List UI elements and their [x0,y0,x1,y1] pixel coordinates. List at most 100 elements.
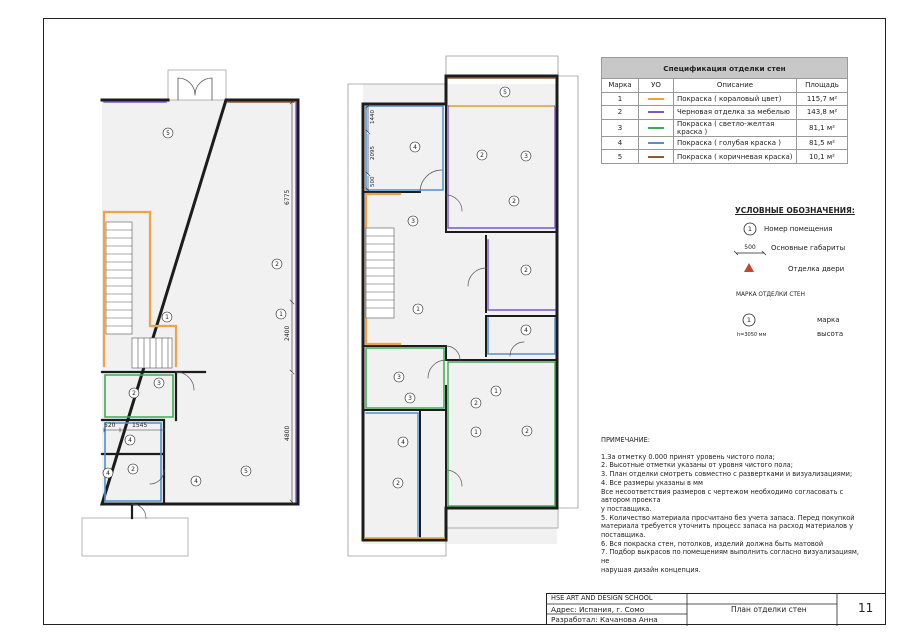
svg-text:2: 2 [275,261,279,268]
room-tag: 2 [127,463,139,475]
room-tag: 2 [520,264,532,276]
svg-text:1: 1 [416,306,420,313]
room-tag: 1 [412,303,424,315]
plan2-labels: 1440 2095 500 [370,110,376,187]
title-block-grid [547,594,838,626]
spec-area: 10,1 м² [796,149,848,164]
spec-mark: 2 [601,105,639,120]
room-tag: 2 [392,477,404,489]
svg-text:4: 4 [128,437,132,444]
svg-text:3: 3 [157,380,161,387]
plan2-finish-4c [365,412,419,537]
plan-ground-floor [81,69,300,557]
notes-block: ПРИМЕЧАНИЕ: 1.За отметку 0.000 принят ур… [601,436,863,575]
room-tag: 1 [490,385,502,397]
spec-description: Покраска ( кораловый цвет) [673,91,797,107]
table-row: 3 Покраска ( светло-желтая краска ) 81,1… [601,118,848,137]
room-tag: 1 [275,308,287,320]
plan2-outline [347,55,579,557]
sheet-frame [43,18,886,625]
plan2-dim-2095: 2095 [370,146,376,160]
title-block-author: Разработал: Качанова Анна [551,615,658,624]
svg-text:2: 2 [396,480,400,487]
legend-door-label: Отделка двери [788,265,845,273]
plan2-door-swing-6 [509,341,525,357]
spec-color-swatch [638,105,674,120]
note-line: 2. Высотные отметки указаны от уровня чи… [601,461,793,470]
note-line: 7. Подбор выкрасов по помещениям выполни… [601,548,859,566]
svg-text:5: 5 [503,89,507,96]
note-line: 3. План отделки смотреть совместно с раз… [601,470,853,479]
plan2-door-swing-5 [427,359,447,379]
title-block [546,593,886,626]
spec-header-description: Описание [673,78,797,93]
plan2-interior-walls [362,103,558,541]
svg-text:3: 3 [397,374,401,381]
plan1-entrance-bay [167,69,227,101]
spec-table-title: Спецификация отделки стен [601,57,848,79]
room-tag: 1 [161,311,173,323]
title-block-address: Адрес: Испания, г. Сомо [551,605,645,614]
spec-area: 143,8 м² [796,105,848,120]
note-line: автором проекта [601,496,661,505]
room-tag: 4 [409,141,421,153]
plan2-room-tags: 5 4 2 3 2 3 2 1 4 3 3 2 1 2 1 4 2 [392,86,533,489]
room-tag: 4 [124,434,136,446]
room-tag: 2 [476,149,488,161]
legend-room-number-symbol [743,222,757,236]
plan2-door-swing-3 [467,267,487,287]
legend-title: УСЛОВНЫЕ ОБОЗНАЧЕНИЯ: [735,206,855,215]
note-line: 5. Количество материала просчитано без у… [601,513,855,522]
legend-wall-mark-symbol [742,313,756,327]
legend-room-number-label: Номер помещения [764,225,833,233]
spec-mark: 5 [601,149,639,164]
spec-color-swatch [638,91,674,107]
spec-mark: 4 [601,135,639,151]
note-line: 4. Все размеры указаны в мм [601,478,703,487]
note-line: 1.За отметку 0.000 принят уровень чистог… [601,452,775,461]
room-tag: 4 [397,436,409,448]
legend-height-label: высота [817,330,844,338]
spec-color-swatch [638,118,674,137]
plan2-finish-2 [447,105,556,229]
plan1-outer-walls [99,98,300,506]
plan2-dim-1440: 1440 [370,110,376,124]
plan2-outer-walls [361,74,559,542]
spec-color-swatch [638,135,674,151]
room-tag: 2 [470,397,482,409]
plan1-dim-520: 520 [104,422,116,429]
legend-symbols: 1 500 1 [733,222,767,327]
svg-text:3: 3 [411,218,415,225]
room-tag: 4 [520,324,532,336]
notes-title: ПРИМЕЧАНИЕ: [601,436,651,444]
spec-header-uo: УО [638,78,674,93]
plan1-door-swing-2 [149,469,165,485]
plan1-dim-2400: 2400 [284,326,291,341]
room-tag: 5 [499,86,511,98]
plan1-dim-1545: 1545 [132,422,147,429]
spec-description: Покраска ( коричневая краска) [673,149,797,164]
plan1-front-porch [81,517,189,557]
note-line: у поставщика. [601,504,652,513]
plan2-door-swing-4 [445,345,461,361]
spec-mark: 1 [601,91,639,107]
spec-color-swatch [638,149,674,164]
plan2-door-swing-7 [445,469,463,487]
plan2-finish-3b [447,361,556,507]
legend-wall-mark-label: марка [817,316,840,324]
wall-finish-spec-table: Спецификация отделки стен Марка УО Описа… [601,57,848,164]
table-row: 2 Черновая отделка за мебелью 143,8 м² [601,105,848,120]
svg-text:1: 1 [748,225,752,233]
plan1-floor [102,100,298,504]
svg-text:4: 4 [413,144,417,151]
spec-area: 115,7 м² [796,91,848,107]
svg-text:4: 4 [524,327,528,334]
door-mark-icon [744,263,754,272]
room-tag: 4 [102,467,114,479]
plan2-finish-3 [365,347,445,409]
svg-text:2: 2 [132,390,136,397]
plan2-finish-1b [364,105,556,539]
plan1-finish-3 [104,374,174,418]
svg-text:1: 1 [747,316,751,324]
spec-header-area: Площадь [796,78,848,93]
